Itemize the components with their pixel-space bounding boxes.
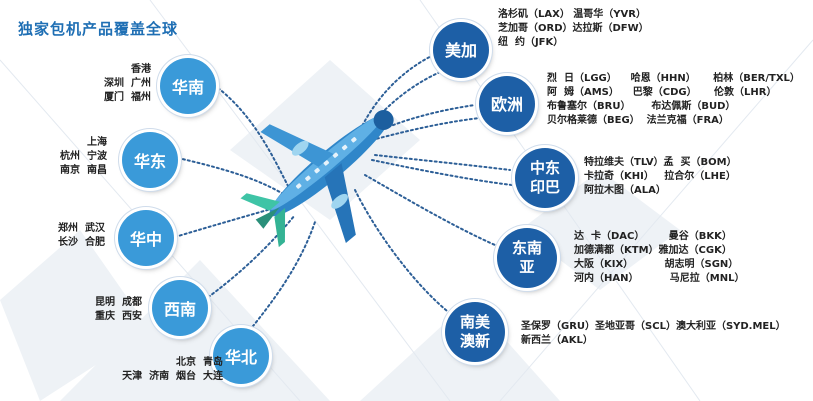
region-huazhong-cities: 郑州 武汉 长沙 合肥 [58, 222, 105, 250]
city-line: 特拉维夫（TLV）孟 买（BOM） [584, 157, 737, 168]
region-ouzhou-cities: 烈 日（LGG） 哈恩（HHN） 柏林（BER/TXL） 阿 姆（AMS） 巴黎… [547, 72, 800, 128]
region-zhongdong-cities: 特拉维夫（TLV）孟 买（BOM） 卡拉奇（KHI） 拉合尔（LHE） 阿拉木图… [584, 156, 737, 198]
route-huanan [209, 81, 291, 191]
route-ouzhou-2 [371, 117, 481, 141]
city-line: 布鲁塞尔（BRU） 布达佩斯（BUD） [547, 101, 736, 112]
region-huanan-badge: 华南 [160, 58, 216, 114]
region-huabei-cities: 北京 青岛 天津 济南 烟台 大连 [122, 356, 223, 384]
city-line: 达 卡（DAC） 曼谷（BKK） [574, 231, 732, 242]
route-xinan [195, 214, 296, 307]
region-huadong-cities: 上海 杭州 宁波 南京 南昌 [60, 136, 107, 178]
city-line: 大阪（KIX） 胡志明（SGN） [574, 259, 739, 270]
city-line: 烈 日（LGG） 哈恩（HHN） 柏林（BER/TXL） [547, 73, 800, 84]
city-line: 阿拉木图（ALA） [584, 185, 666, 196]
region-meijia-badge: 美加 [433, 22, 489, 78]
route-meijia [359, 51, 441, 131]
region-huabei-badge: 华北 [213, 328, 269, 384]
city-line: 长沙 合肥 [58, 237, 105, 248]
region-xinan-cities: 昆明 成都 重庆 西安 [95, 296, 142, 324]
city-line: 新西兰（AKL） [521, 335, 593, 346]
region-nanmei-badge: 南美澳新 [445, 302, 505, 362]
city-line: 卡拉奇（KHI） 拉合尔（LHE） [584, 171, 736, 182]
route-nanmei [354, 189, 453, 316]
city-line: 天津 济南 烟台 大连 [122, 371, 223, 382]
route-huadong [177, 157, 286, 196]
region-ouzhou-badge: 欧洲 [479, 76, 535, 132]
region-huazhong-badge: 华中 [118, 210, 174, 266]
city-line: 郑州 武汉 [58, 223, 105, 234]
region-huanan-cities: 香港 深圳 广州 厦门 福州 [104, 63, 151, 105]
region-dongnanya-badge: 东南亚 [497, 228, 557, 288]
city-line: 芝加哥（ORD）达拉斯（DFW） [498, 23, 649, 34]
route-dongnanya [364, 174, 496, 246]
city-line: 重庆 西安 [95, 311, 142, 322]
city-line: 洛杉矶（LAX） 温哥华（YVR） [498, 9, 646, 20]
region-meijia-cities: 洛杉矶（LAX） 温哥华（YVR） 芝加哥（ORD）达拉斯（DFW） 纽 约（J… [498, 8, 649, 50]
city-line: 香港 [131, 64, 151, 75]
city-line: 杭州 宁波 [60, 151, 107, 162]
route-zhongdong-2 [371, 159, 513, 186]
city-line: 河内（HAN） 马尼拉（MNL） [574, 273, 745, 284]
city-line: 厦门 福州 [104, 92, 151, 103]
city-line: 昆明 成都 [95, 297, 142, 308]
city-line: 加德满都（KTM）雅加达（CGK） [574, 245, 732, 256]
city-line: 深圳 广州 [104, 78, 151, 89]
city-line: 圣保罗（GRU）圣地亚哥（SCL）澳大利亚（SYD.MEL） [521, 321, 786, 332]
region-zhongdong-badge: 中东印巴 [515, 148, 575, 208]
region-huadong-badge: 华东 [122, 132, 178, 188]
city-line: 阿 姆（AMS） 巴黎（CDG） 伦敦（LHR） [547, 87, 777, 98]
route-huabei [239, 221, 316, 343]
city-line: 纽 约（JFK） [498, 37, 564, 48]
region-nanmei-cities: 圣保罗（GRU）圣地亚哥（SCL）澳大利亚（SYD.MEL） 新西兰（AKL） [521, 320, 786, 348]
city-line: 北京 青岛 [176, 357, 223, 368]
city-line: 上海 [87, 137, 107, 148]
city-line: 南京 南昌 [60, 165, 107, 176]
city-line: 贝尔格莱德（BEG） 法兰克福（FRA） [547, 115, 729, 126]
airplane-icon [240, 110, 394, 248]
page-title: 独家包机产品覆盖全球 [18, 20, 179, 38]
route-zhongdong [374, 154, 511, 171]
region-dongnanya-cities: 达 卡（DAC） 曼谷（BKK） 加德满都（KTM）雅加达（CGK） 大阪（KI… [574, 230, 745, 286]
region-xinan-badge: 西南 [152, 280, 208, 336]
